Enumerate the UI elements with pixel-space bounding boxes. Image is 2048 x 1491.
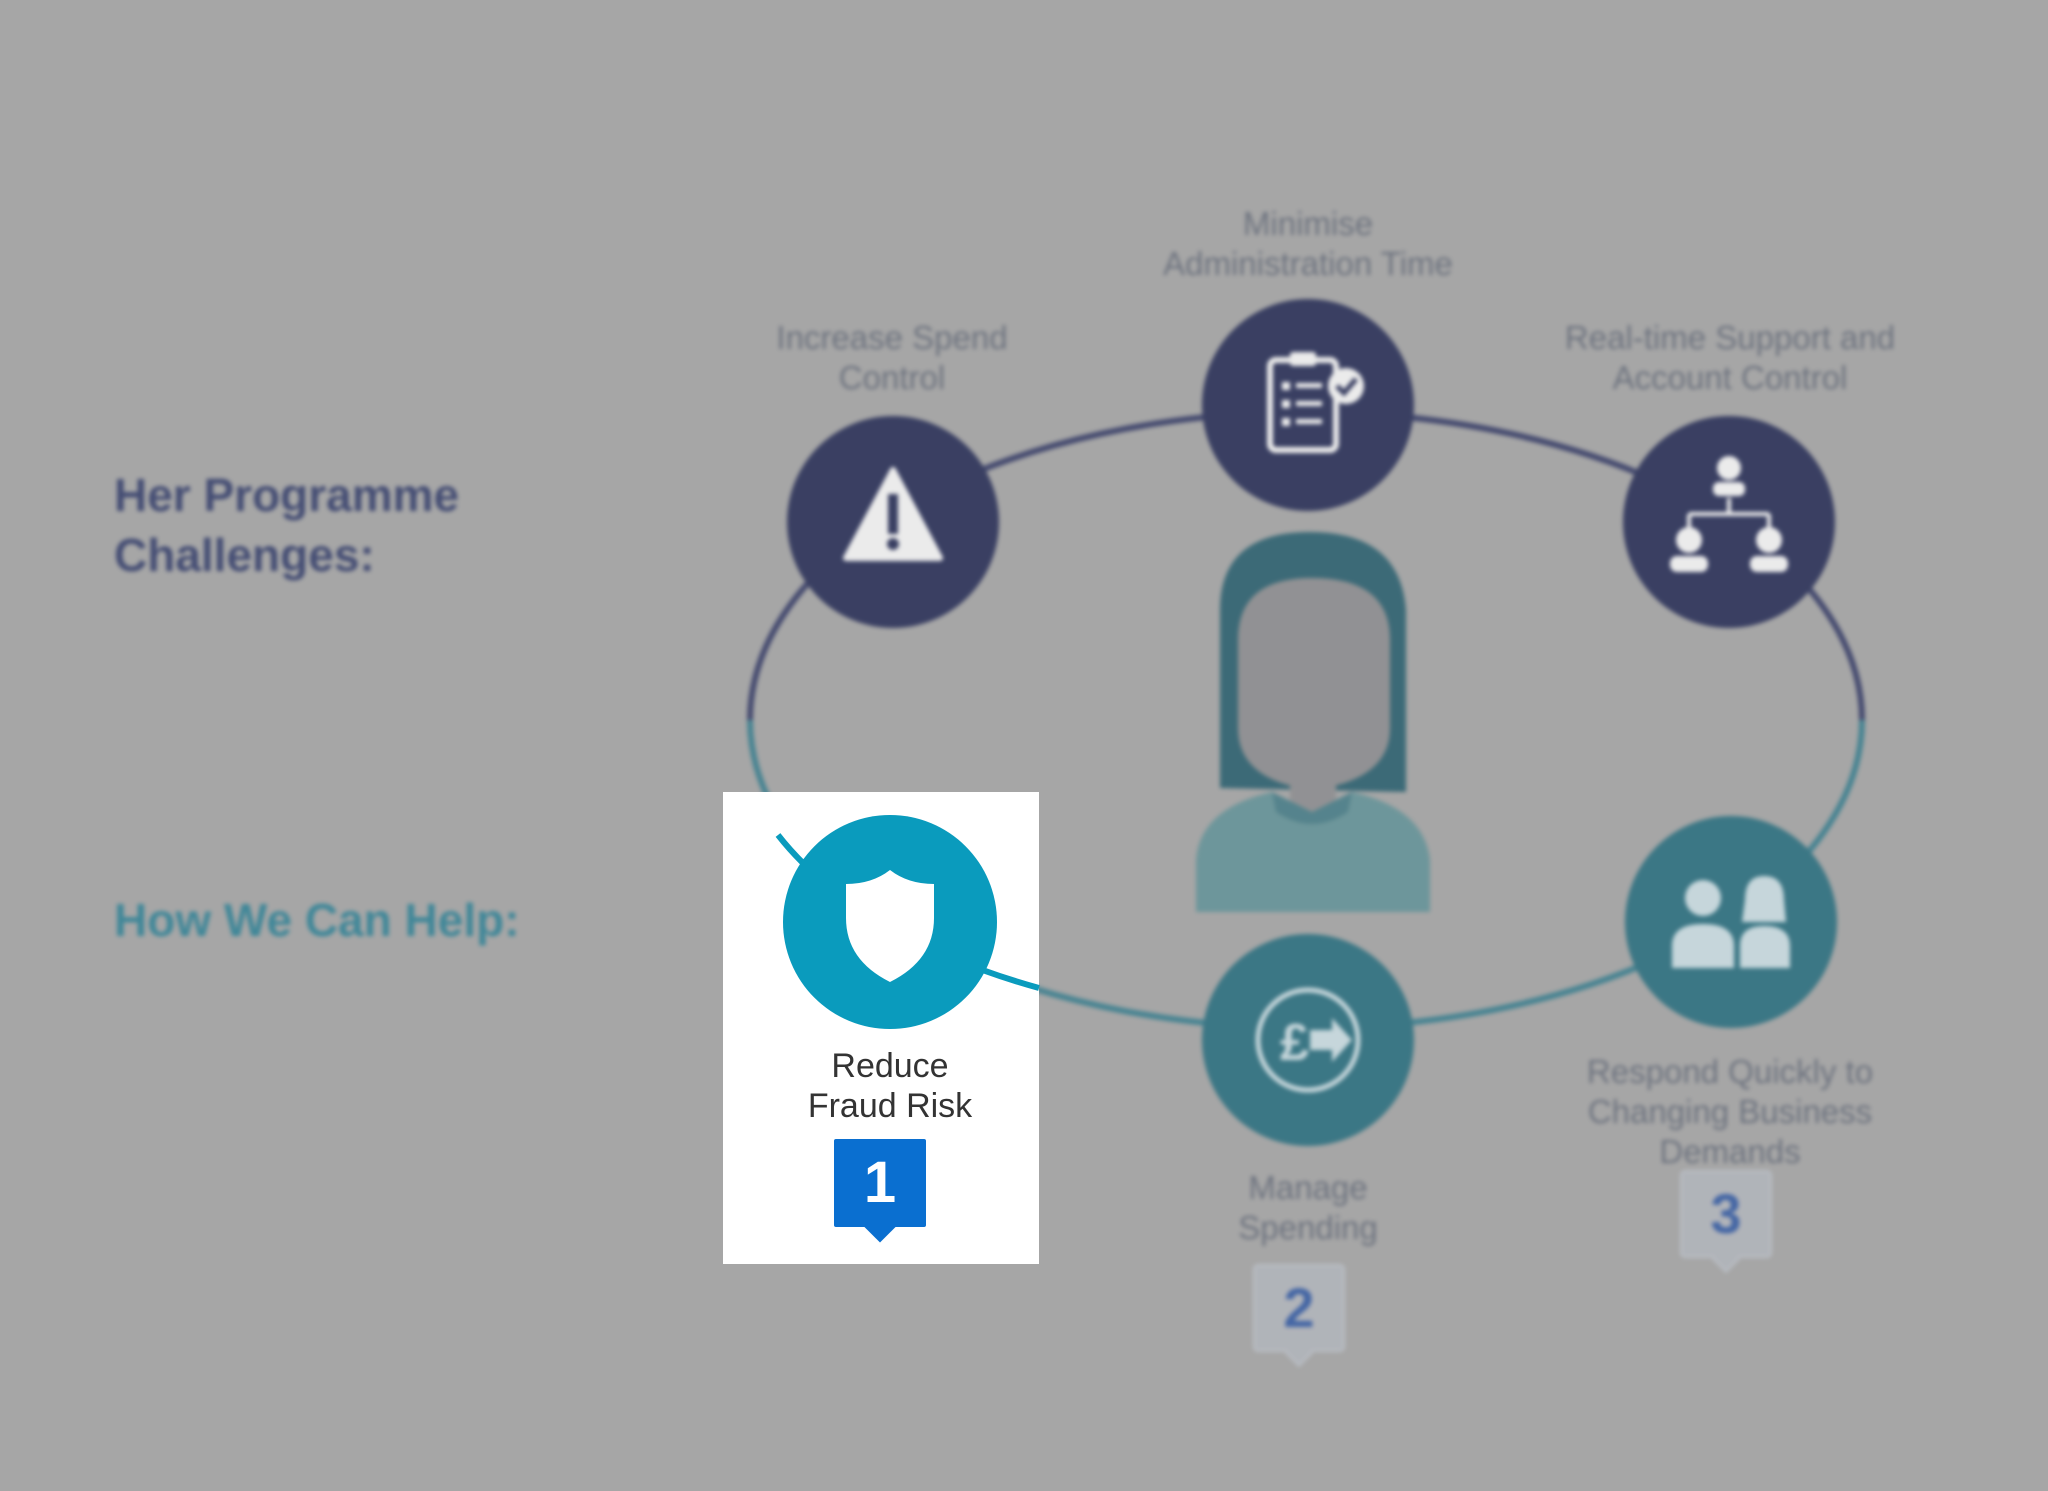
clipboard-check-icon [1267,352,1364,453]
challenge-label-2: Minimise Administration Time [1163,205,1453,282]
challenge-real-time-support [1623,416,1835,628]
challenge-minimise-administration-time [1202,299,1414,511]
solution-respond-quickly [1625,816,1837,1028]
solution-badge-1[interactable]: 1 [834,1139,926,1227]
challenge-label-3: Real-time Support and Account Control [1564,319,1896,396]
solution-badge-3: 3 [1680,1170,1772,1258]
solution-label-1: Reduce Fraud Risk [807,1047,973,1125]
woman-avatar-icon [1196,532,1430,912]
pound-arrow-icon: £ [1255,987,1361,1093]
solution-badge-2: 2 [1253,1264,1345,1352]
challenge-label-1: Increase Spend Control [776,319,1008,396]
svg-text:£: £ [1280,1014,1309,1072]
shield-icon [846,870,934,982]
people-icon [1672,876,1790,968]
solution-label-3: Respond Quickly to Changing Business Dem… [1586,1053,1874,1170]
warning-icon [843,467,943,561]
help-heading: How We Can Help: [114,894,520,946]
org-chart-icon [1670,456,1788,572]
solution-label-2: Manage Spending [1238,1169,1378,1246]
challenge-increase-spend-control [787,416,999,628]
challenges-heading: Her Programme Challenges: [114,469,460,581]
solution-reduce-fraud-risk[interactable] [783,815,997,1029]
solution-manage-spending: £ [1202,934,1414,1146]
